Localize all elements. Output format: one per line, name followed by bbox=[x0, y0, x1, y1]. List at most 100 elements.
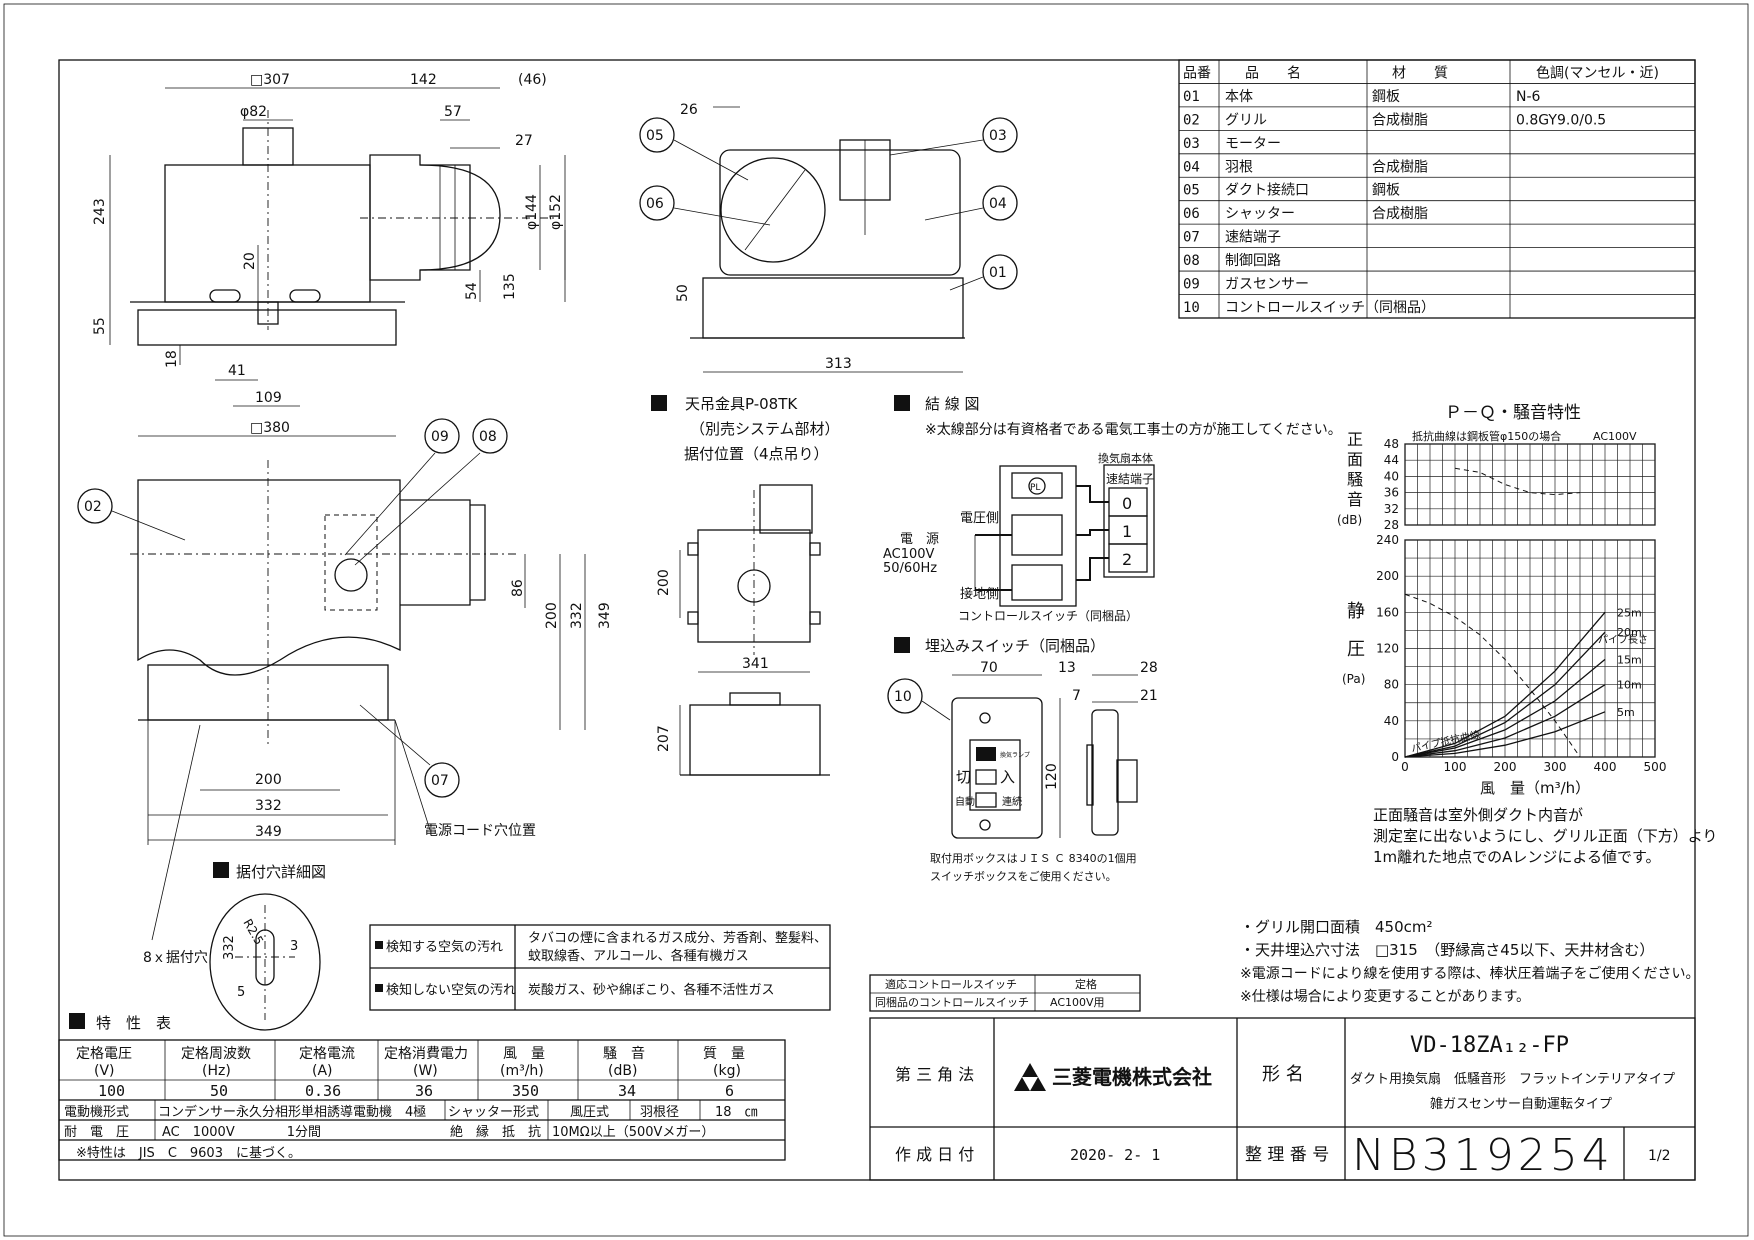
body-label: 換気扇本体 bbox=[1098, 451, 1153, 465]
switch-lamp: 換気ランプ bbox=[1000, 751, 1030, 759]
inner-border bbox=[58, 59, 1696, 1181]
insul-value: 10MΩ以上（500Vメガー） bbox=[552, 1125, 714, 1140]
dim-109: 109 bbox=[255, 390, 282, 406]
dim-mount-207: 207 bbox=[656, 725, 672, 752]
parts-cell-8-1: ガスセンサー bbox=[1225, 277, 1309, 293]
dim-7: 7 bbox=[1072, 688, 1081, 704]
switch-on: 入 bbox=[1000, 768, 1015, 786]
balloon-08: 08 bbox=[479, 429, 497, 445]
dim-313: 313 bbox=[825, 356, 852, 372]
dim-13: 13 bbox=[1058, 660, 1076, 676]
noise-curve bbox=[1454, 467, 1581, 496]
parts-cell-6-0: 07 bbox=[1183, 230, 1200, 246]
pipe-curve-15m bbox=[1404, 658, 1606, 758]
pq-chart: Ｐ－Ｑ・騒音特性 抵抗曲線は鋼板管φ150の場合 AC100V 正 面 騒 音 … bbox=[1337, 403, 1666, 797]
power-side: 電圧側 bbox=[960, 511, 999, 526]
pressure-unit: (Pa) bbox=[1342, 672, 1365, 686]
balloon-02: 02 bbox=[84, 499, 102, 515]
pipe-label-20m: 20m bbox=[1617, 626, 1642, 639]
noise-tick: 36 bbox=[1384, 486, 1399, 500]
switch-auto: 自動 bbox=[955, 795, 975, 808]
switch-spec-h1: 適応コントロールスイッチ bbox=[885, 977, 1017, 991]
mount-title: 天吊金具P-08TK bbox=[685, 395, 798, 413]
motor-label: 電動機形式 bbox=[64, 1105, 129, 1120]
chart-note: 抵抗曲線は鋼板管φ150の場合 bbox=[1412, 429, 1561, 443]
parts-cell-5-2: 合成樹脂 bbox=[1372, 206, 1428, 222]
x-tick: 300 bbox=[1544, 760, 1567, 774]
spec-v0: 100 bbox=[98, 1082, 125, 1100]
spec-h2-b: (A) bbox=[312, 1063, 333, 1079]
dim-26: 26 bbox=[680, 102, 698, 118]
ground-side: 接地側 bbox=[960, 586, 999, 602]
parts-cell-0-0: 01 bbox=[1183, 89, 1200, 105]
embed-note1: 取付用ボックスはＪＩＳ Ｃ 8340の1個用 bbox=[930, 852, 1137, 865]
noise-ylabel-1: 面 bbox=[1347, 450, 1363, 469]
dim-57: 57 bbox=[444, 104, 462, 120]
pressure-tick: 160 bbox=[1376, 605, 1399, 619]
detail-title: 据付穴詳細図 bbox=[236, 863, 326, 881]
spec-v3: 36 bbox=[415, 1082, 433, 1100]
terminal-1: 1 bbox=[1122, 522, 1132, 541]
balloon-07: 07 bbox=[431, 773, 449, 789]
spec-h3-b: (W) bbox=[413, 1063, 438, 1079]
detail-5: 5 bbox=[237, 985, 245, 1000]
blade-value: 18 ㎝ bbox=[715, 1105, 758, 1120]
spec-h4-a: 風 量 bbox=[503, 1046, 545, 1062]
embed-switch: 埋込みスイッチ（同梱品） 切 入 自動 連続 換気ランプ 70 13 28 7 … bbox=[894, 637, 1158, 883]
spec-h6-b: (kg) bbox=[713, 1063, 741, 1079]
dim-82: φ82 bbox=[240, 104, 267, 120]
chart-note-3: 1m離れた地点でのAレンジによる値です。 bbox=[1373, 848, 1660, 866]
blade-label: 羽根径 bbox=[640, 1105, 679, 1120]
power-hz: 50/60Hz bbox=[883, 561, 937, 576]
page-number: 1/2 bbox=[1648, 1148, 1671, 1164]
noise-tick: 44 bbox=[1384, 453, 1399, 467]
spec-v4: 350 bbox=[512, 1082, 539, 1100]
specs-table: 特 性 表 定格電圧 (V) 定格周波数 (Hz) 定格電流 (A) 定格消費電… bbox=[58, 1013, 786, 1161]
parts-cell-5-1: シャッター bbox=[1225, 206, 1295, 222]
dim-27: 27 bbox=[515, 133, 533, 149]
shutter-label: シャッター形式 bbox=[448, 1105, 539, 1120]
mount-hole-detail: 据付穴詳細図 8ｘ据付穴 R2.5 3 332 5 bbox=[143, 862, 326, 1031]
mount-sub2: 据付位置（4点吊り） bbox=[684, 445, 829, 463]
x-tick: 0 bbox=[1401, 760, 1409, 774]
power-ac: AC100V bbox=[883, 547, 935, 562]
cord-hole-label: 電源コード穴位置 bbox=[424, 823, 536, 839]
dim-380: □380 bbox=[250, 420, 290, 436]
chart-note-2: 測定室に出ないようにし、グリル正面（下方）より bbox=[1373, 827, 1717, 845]
parts-cell-7-1: 制御回路 bbox=[1225, 253, 1281, 269]
embed-note2: スイッチボックスをご使用ください。 bbox=[930, 869, 1117, 883]
parts-cell-5-0: 06 bbox=[1183, 206, 1200, 222]
terminal-0: 0 bbox=[1122, 494, 1132, 513]
voltage-label: 耐 電 圧 bbox=[64, 1125, 129, 1140]
pipe-curve-10m bbox=[1404, 684, 1606, 758]
side-view-dims: 26 50 313 bbox=[675, 102, 852, 372]
dim-86: 86 bbox=[510, 579, 526, 597]
balloon-05: 05 bbox=[646, 128, 664, 144]
x-tick: 500 bbox=[1644, 760, 1667, 774]
dim-54: 54 bbox=[464, 282, 480, 300]
dim-41: 41 bbox=[228, 363, 246, 379]
noise-tick: 32 bbox=[1384, 502, 1399, 516]
dim-144: φ144 bbox=[524, 194, 540, 230]
parts-cell-3-1: 羽根 bbox=[1225, 159, 1253, 175]
parts-header-1: 品 名 bbox=[1245, 65, 1301, 81]
shutter-value: 風圧式 bbox=[570, 1105, 609, 1120]
spec-h5-b: (dB) bbox=[608, 1063, 637, 1079]
dim-28: 28 bbox=[1140, 660, 1158, 676]
switch-label: コントロールスイッチ（同梱品） bbox=[958, 609, 1138, 623]
spec-h4-b: (m³/h) bbox=[500, 1063, 544, 1079]
mount-sub1: （別売システム部材） bbox=[690, 420, 840, 438]
bottom-view bbox=[130, 460, 586, 941]
noise-ylabel-0: 正 bbox=[1347, 430, 1363, 449]
dim-332b: 332 bbox=[255, 798, 282, 814]
wiring-diagram: 結 線 図 ※太線部分は有資格者である電気工事士の方が施工してください。 PL … bbox=[883, 395, 1342, 623]
parts-cell-2-1: モーター bbox=[1225, 136, 1281, 152]
bottom-view-dims: 86 200 332 349 200 332 349 電源コード穴位置 bbox=[255, 579, 613, 840]
drawing-number: NB319254 bbox=[1352, 1130, 1614, 1181]
pressure-tick: 0 bbox=[1391, 750, 1399, 764]
dim-243: 243 bbox=[92, 198, 108, 225]
parts-cell-9-0: 10 bbox=[1183, 300, 1200, 316]
note-4: ※仕様は場合により変更することがあります。 bbox=[1240, 988, 1530, 1005]
parts-cell-8-0: 09 bbox=[1183, 277, 1200, 293]
